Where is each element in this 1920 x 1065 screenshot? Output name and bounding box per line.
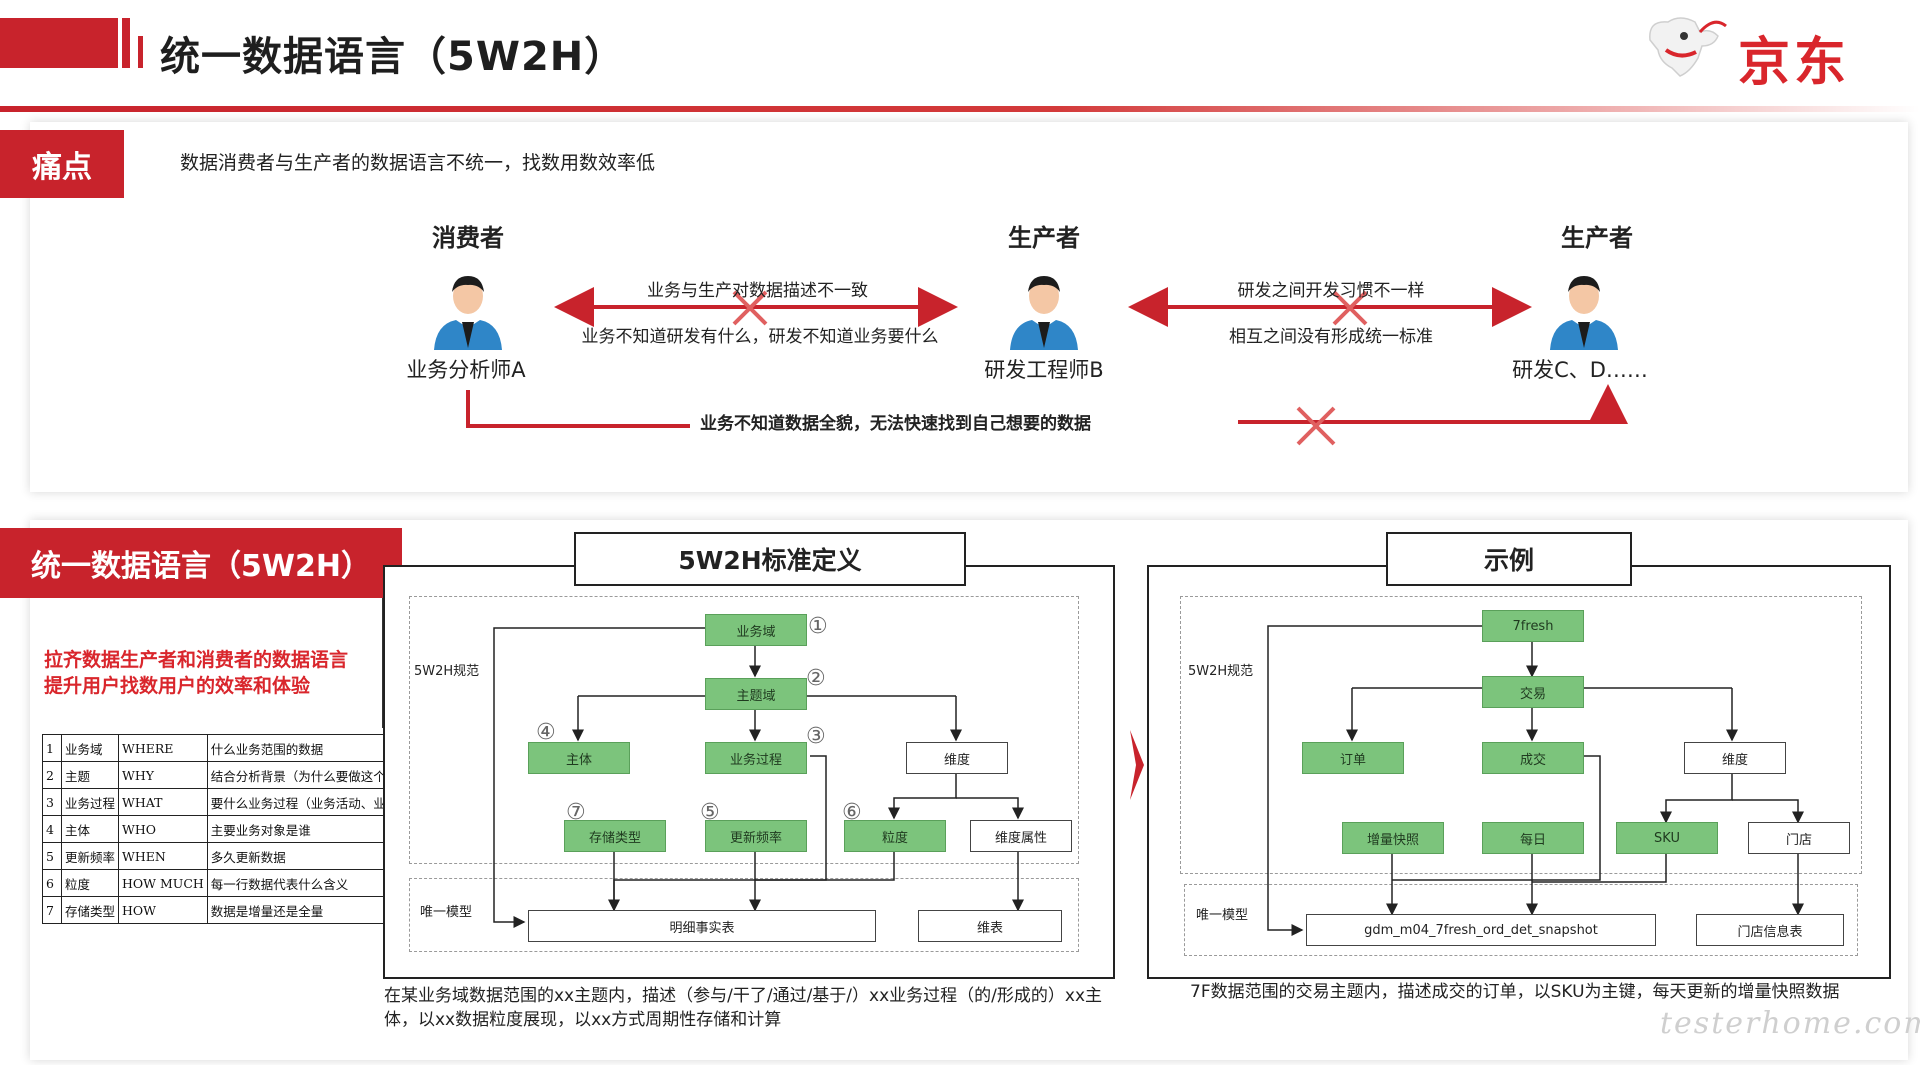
step-number-3: ③ (806, 724, 826, 749)
arrow2-bottom-label: 相互之间没有形成统一标准 (1229, 327, 1433, 347)
std-model-label: 唯一模型 (420, 905, 473, 920)
rules-table-cell: HOW MUCH (118, 869, 208, 897)
example-node-subject: 交易 (1482, 676, 1584, 708)
bottom-line-label: 业务不知道数据全貌，无法快速找到自己想要的数据 (700, 414, 1091, 434)
rules-table-cell: HOW (118, 896, 208, 924)
arrow2-top-label: 研发之间开发习惯不一样 (1237, 281, 1425, 301)
example-node-grain: SKU (1616, 822, 1718, 854)
example-node-dimension: 维度 (1684, 742, 1786, 774)
arrow1-top-label: 业务与生产对数据描述不一致 (647, 281, 868, 301)
header-red-stripe (138, 36, 143, 68)
example-spec-label: 5W2H规范 (1188, 664, 1254, 679)
rules-table-cell: 业务域 (60, 734, 120, 762)
rules-table-cell: WHO (118, 815, 208, 843)
step-number-7: ⑦ (566, 800, 586, 825)
step-number-1: ① (808, 614, 828, 639)
std-node-entity: 主体 (528, 742, 630, 774)
example-model-area (1184, 884, 1858, 956)
example-caption: 7F数据范围的交易主题内，描述成交的订单，以SKU为主键，每天更新的增量快照数据 (1190, 982, 1840, 1002)
std-node-subject: 主题域 (705, 678, 807, 710)
role-name-analyst: 业务分析师A (406, 358, 526, 382)
std-node-fact-table: 明细事实表 (528, 910, 876, 942)
example-node-process: 成交 (1482, 742, 1584, 774)
pain-tag: 痛点 (0, 130, 124, 198)
std-title: 5W2H标准定义 (574, 532, 966, 586)
pain-statement: 数据消费者与生产者的数据语言不统一，找数用数效率低 (180, 152, 656, 174)
goal-line-2: 提升用户找数用户的效率和体验 (44, 675, 311, 697)
std-spec-area (409, 596, 1079, 864)
role-title-producer-cd: 生产者 (1561, 224, 1633, 252)
rules-table-cell: 存储类型 (60, 896, 120, 924)
step-number-4: ④ (536, 720, 556, 745)
example-model-label: 唯一模型 (1196, 908, 1249, 923)
goal-line-1: 拉齐数据生产者和消费者的数据语言 (44, 649, 349, 671)
step-number-2: ② (806, 666, 826, 691)
std-spec-label: 5W2H规范 (414, 664, 480, 679)
jd-dog-logo (1640, 10, 1735, 82)
unify-tag: 统一数据语言（5W2H） (0, 528, 402, 598)
std-node-dimension: 维度 (906, 742, 1008, 774)
person-icon (1544, 270, 1624, 350)
person-icon (1004, 270, 1084, 350)
example-node-entity: 订单 (1302, 742, 1404, 774)
rules-table-cell: WHEN (118, 842, 208, 870)
cross-icon (1296, 406, 1336, 446)
cross-icon (1332, 290, 1368, 326)
std-node-dim-table: 维表 (918, 910, 1062, 942)
std-node-grain: 粒度 (844, 820, 946, 852)
role-title-producer-b: 生产者 (1008, 224, 1080, 252)
example-node-frequency: 每日 (1482, 822, 1584, 854)
role-name-developers: 研发C、D…… (1512, 358, 1648, 382)
example-node-domain: 7fresh (1482, 610, 1584, 642)
header-red-bar (0, 18, 118, 68)
example-title: 示例 (1386, 532, 1632, 586)
chevron-right-icon (1130, 730, 1144, 800)
step-number-5: ⑤ (700, 800, 720, 825)
example-node-dim-attr: 门店 (1748, 822, 1850, 854)
rules-table-cell: WHERE (118, 734, 208, 762)
cross-icon (732, 290, 768, 326)
example-spec-area (1180, 596, 1862, 874)
bottom-connector (1238, 384, 1628, 424)
arrow1-bottom-label: 业务不知道研发有什么，研发不知道业务要什么 (581, 327, 939, 347)
jd-logo-text: 京东 (1738, 33, 1851, 93)
bottom-connector (466, 390, 690, 428)
person-icon (428, 270, 508, 350)
header-red-stripe (122, 18, 130, 68)
example-node-dim-table: 门店信息表 (1696, 914, 1844, 946)
rules-table-cell: 主体 (60, 815, 120, 843)
std-node-process: 业务过程 (705, 742, 807, 774)
step-number-6: ⑥ (842, 800, 862, 825)
std-node-storage: 存储类型 (564, 820, 666, 852)
header-divider (0, 106, 1920, 112)
std-node-domain: 业务域 (705, 614, 807, 646)
watermark: testerhome.com (1660, 1006, 1920, 1041)
rules-table-cell: 更新频率 (60, 842, 120, 870)
std-caption: 在某业务域数据范围的xx主题内，描述（参与/干了/通过/基于/）xx业务过程（的… (384, 986, 1102, 1030)
std-node-dim-attr: 维度属性 (970, 820, 1072, 852)
role-title-consumer: 消费者 (432, 224, 504, 252)
role-name-engineer: 研发工程师B (984, 358, 1104, 382)
page-title: 统一数据语言（5W2H） (160, 34, 626, 80)
std-node-frequency: 更新频率 (705, 820, 807, 852)
example-node-fact-table: gdm_m04_7fresh_ord_det_snapshot (1306, 914, 1656, 946)
std-model-area (409, 878, 1079, 952)
rules-table-cell: WHAT (118, 788, 208, 816)
pain-arrows (466, 287, 1628, 446)
example-node-storage: 增量快照 (1342, 822, 1444, 854)
